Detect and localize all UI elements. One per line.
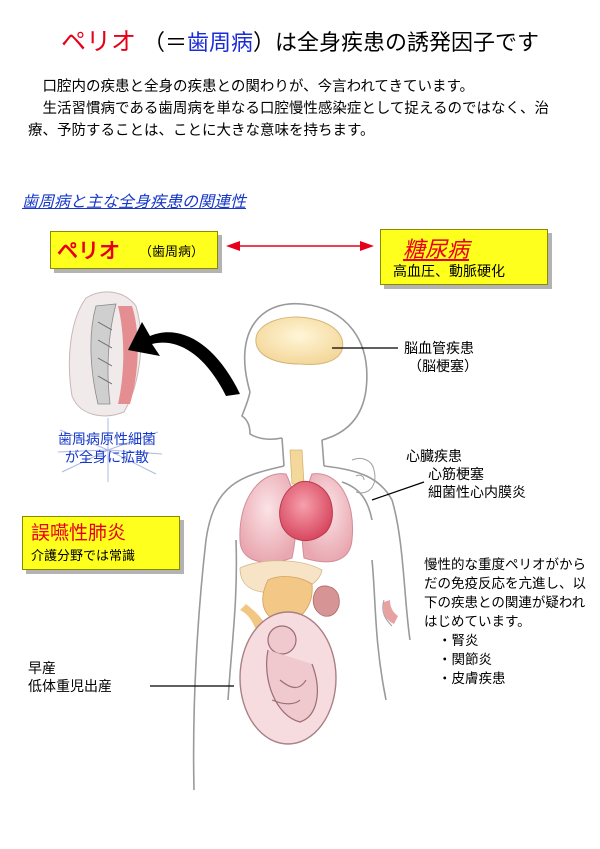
title-perio-kanji: 歯周病 [186,31,253,56]
kidney [312,585,340,617]
perio-box-title: ペリオ [57,239,120,263]
aspiration-box-title: 誤嚥性肺炎 [31,522,127,544]
immune-note-text: 慢性的な重度ペリオがからだの免疫反応を亢進し、以下の疾患との関連が疑われはじめて… [424,557,586,630]
birth-label-line-2: 低体重児出産 [28,679,112,695]
fetus [266,625,318,723]
diabetes-box-sub: 高血圧、動脈硬化 [393,264,505,280]
intro-line-1: 口腔内の疾患と全身の疾患との関わりが、今言われてきています。 [42,79,475,95]
heart-label-line-1: 心臓疾患 [406,449,462,465]
perio-box-sub: （歯周病） [139,245,205,260]
diabetes-box: 糖尿病 高血圧、動脈硬化 [380,229,548,285]
perio-box: ペリオ （歯周病） [50,231,218,269]
brain-label: 脳血管疾患 （脳梗塞） [404,340,478,376]
aspiration-box: 誤嚥性肺炎 介護分野では常識 [22,516,180,570]
page-title: ペリオ （＝歯周病）は全身疾患の誘発因子です [0,22,600,58]
heart-label: 心臓疾患 心筋梗塞 細菌性心内膜炎 [406,448,526,502]
title-rest: は全身疾患の誘発因子です [275,31,540,56]
body-outline [192,302,411,791]
birth-label: 早産 低体重児出産 [28,660,112,696]
heart-shape [279,480,333,541]
spread-arrow [128,322,240,396]
brain-shape [255,316,344,365]
aspiration-box-sub: 介護分野では常識 [31,549,136,564]
title-paren-close: ） [253,31,276,56]
arm-detail [351,457,393,627]
bacteria-label-line-1: 歯周病原性細菌 [58,432,156,448]
intro-text: 口腔内の疾患と全身の疾患との関わりが、今言われてきています。 生活習慣病である歯… [28,76,576,142]
intro-line-2: 生活習慣病である歯周病を単なる口腔慢性感染症として捉えるのではなく、治療、予防す… [28,101,549,139]
section-heading: 歯周病と主な全身疾患の関連性 [22,192,247,211]
gum-illustration [68,291,142,417]
brain-label-line-1: 脳血管疾患 [404,341,474,357]
burst-halo [57,418,163,482]
heart-label-line-3: 細菌性心内膜炎 [428,485,526,501]
disease-item: 関節炎 [438,651,594,670]
brain-label-line-2: （脳梗塞） [408,359,478,375]
heart-leader [371,481,425,501]
heart-label-line-2: 心筋梗塞 [428,467,484,483]
title-paren-open: （＝ [142,31,187,56]
birth-label-line-1: 早産 [28,661,56,677]
bacteria-label: 歯周病原性細菌 が全身に拡散 [52,431,162,467]
relation-arrow [226,241,374,251]
disease-list: 腎炎 関節炎 皮膚疾患 [424,632,594,689]
disease-item: 皮膚疾患 [438,670,594,689]
title-perio: ペリオ [60,27,136,56]
diabetes-box-title: 糖尿病 [403,238,470,263]
disease-item: 腎炎 [438,632,594,651]
immune-note: 慢性的な重度ペリオがからだの免疫反応を亢進し、以下の疾患との関連が疑われはじめて… [424,556,594,689]
knee-joint [382,600,398,624]
trachea [289,449,305,485]
stomach [262,576,313,623]
bacteria-label-line-2: が全身に拡散 [65,450,149,466]
intestine-strip [240,604,266,630]
